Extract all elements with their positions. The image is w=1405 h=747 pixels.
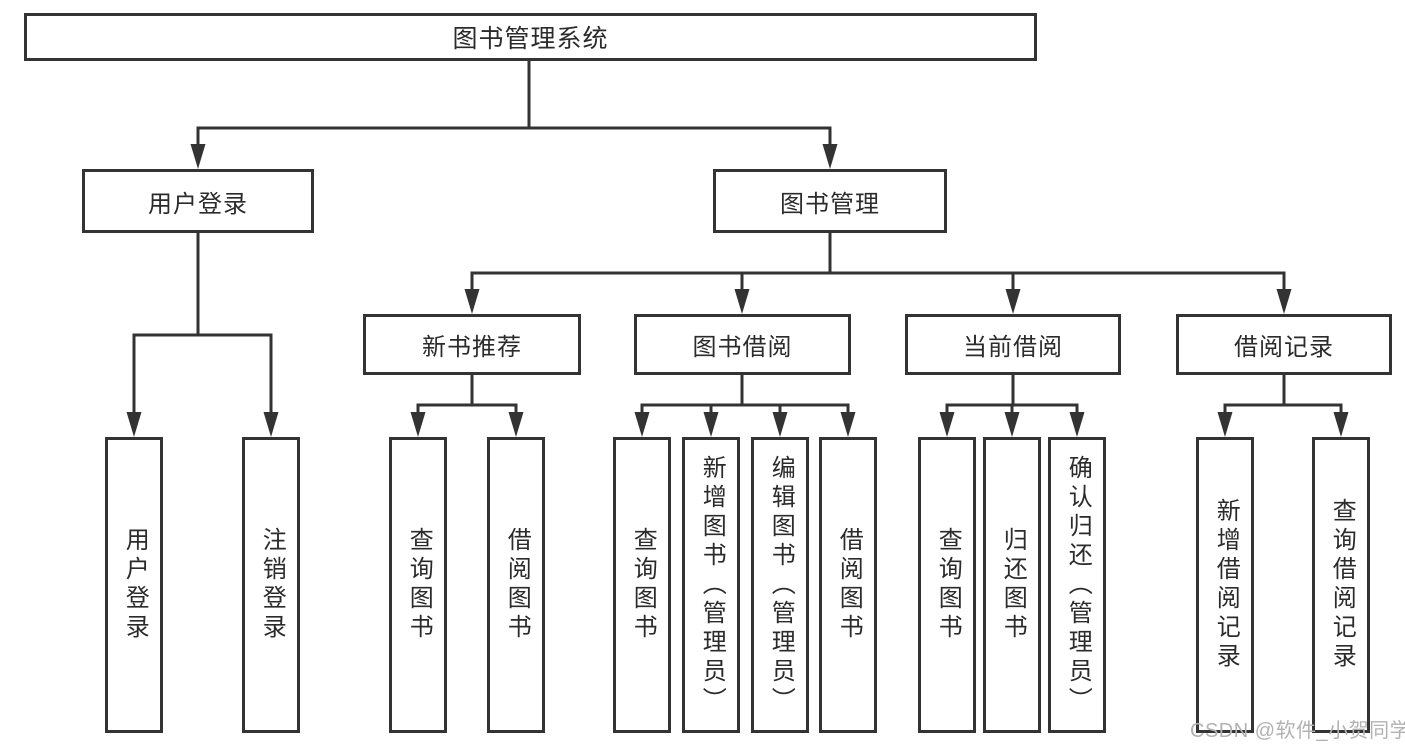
connector-root-to-level2	[190, 59, 838, 169]
connector-current-borrow-children	[939, 373, 1085, 437]
leaf-query-books-current: 查询图书	[918, 437, 976, 733]
node-book-management: 图书管理	[713, 169, 947, 233]
arrowhead	[190, 144, 206, 169]
arrowhead	[840, 412, 856, 437]
connector-borrow-records-children	[1217, 373, 1349, 437]
arrowhead	[772, 412, 788, 437]
arrowhead	[508, 412, 524, 437]
arrowhead	[822, 144, 838, 169]
connector-book-management-children	[464, 231, 1292, 314]
arrowhead	[410, 412, 426, 437]
node-user-login: 用户登录	[82, 169, 314, 233]
watermark: CSDN @软件_小贺同学	[1190, 720, 1405, 742]
leaf-borrow-books-recommend: 借阅图书	[487, 437, 545, 733]
connector-book-borrow-children	[634, 373, 856, 437]
leaf-confirm-return-admin: 确认归还（管理员）	[1048, 437, 1106, 733]
leaf-add-book-admin: 新增图书（管理员）	[682, 437, 740, 733]
arrowhead	[734, 289, 750, 314]
leaf-add-borrow-record: 新增借阅记录	[1196, 437, 1254, 733]
arrowhead	[634, 412, 650, 437]
arrowhead	[703, 412, 719, 437]
arrowhead	[1333, 412, 1349, 437]
arrowhead	[1005, 289, 1021, 314]
arrowhead	[464, 289, 480, 314]
node-current-borrow: 当前借阅	[905, 314, 1121, 375]
arrowhead	[939, 412, 955, 437]
leaf-edit-book-admin: 编辑图书（管理员）	[751, 437, 809, 733]
node-new-book-recommendation: 新书推荐	[363, 314, 581, 375]
arrowhead	[1217, 412, 1233, 437]
connector-new-book-children	[410, 373, 524, 437]
leaf-logout: 注销登录	[242, 437, 300, 733]
arrowhead	[126, 412, 142, 437]
arrowhead	[1004, 412, 1020, 437]
root-node: 图书管理系统	[24, 13, 1037, 61]
arrowhead	[263, 412, 279, 437]
connector-user-login-children	[126, 231, 279, 437]
leaf-query-books-recommend: 查询图书	[389, 437, 447, 733]
leaf-query-books-borrow: 查询图书	[613, 437, 671, 733]
leaf-user-login: 用户登录	[105, 437, 163, 733]
leaf-return-book: 归还图书	[983, 437, 1041, 733]
leaf-query-borrow-record: 查询借阅记录	[1312, 437, 1370, 733]
arrowhead	[1276, 289, 1292, 314]
node-borrow-records: 借阅记录	[1176, 314, 1392, 375]
arrowhead	[1069, 412, 1085, 437]
leaf-borrow-books-borrow: 借阅图书	[819, 437, 877, 733]
node-book-borrow: 图书借阅	[634, 314, 851, 375]
